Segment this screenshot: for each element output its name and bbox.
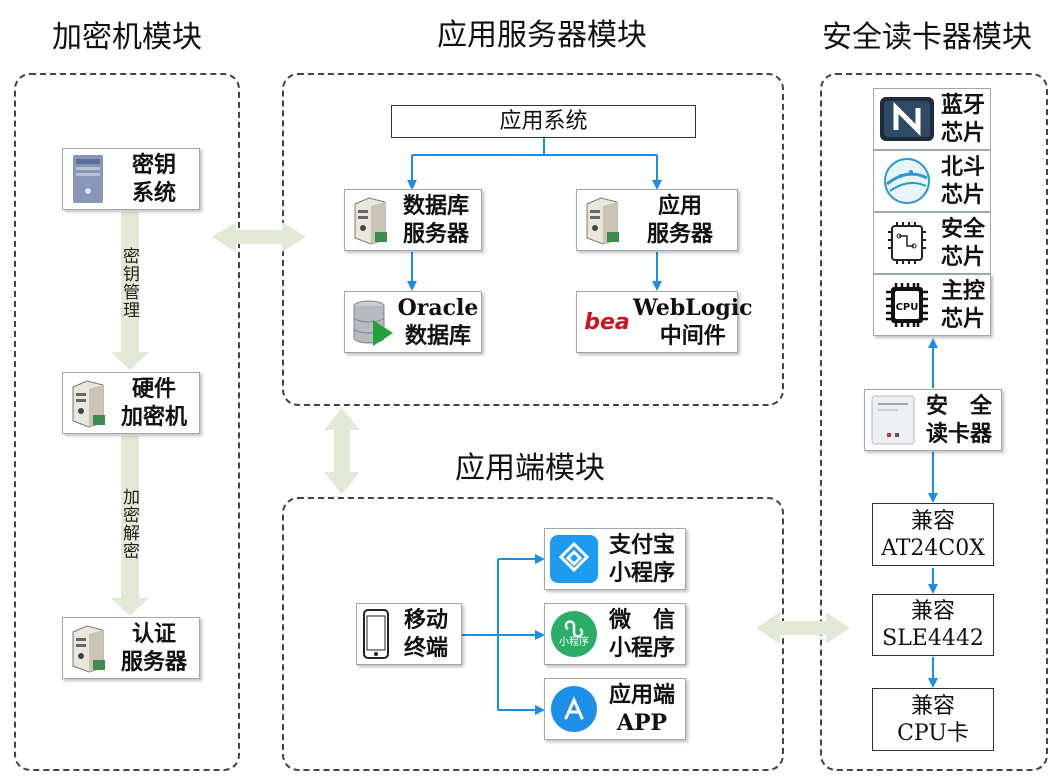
server-icon <box>67 622 109 674</box>
beidou-globe-icon <box>878 156 936 206</box>
cpu-card-line2: CPU卡 <box>897 720 969 746</box>
wechat-line2: 小程序 <box>608 635 675 661</box>
reader-line1: 安 全 <box>925 393 992 419</box>
sle-line1: 兼容 <box>910 599 955 624</box>
app-server-line2: 服务器 <box>646 221 713 247</box>
auth-server-line1: 认证 <box>131 621 176 647</box>
app-system-label: 应用系统 <box>499 109 588 134</box>
at24-line2: AT24C0X <box>881 535 985 561</box>
bea-logo-icon: bea <box>581 310 633 335</box>
reader-line2: 读卡器 <box>925 421 992 447</box>
mobile-terminal-node: 移动终端 <box>356 603 462 665</box>
big-arrow-client-reader <box>756 612 850 644</box>
mobile-line1: 移动 <box>403 607 448 633</box>
app-line1: 应用端 <box>608 682 675 708</box>
title-encryptor-module: 加密机模块 <box>52 20 202 55</box>
app-system-box: 应用系统 <box>391 105 696 138</box>
db-server-node: 数据库服务器 <box>344 189 482 251</box>
beidou-line2: 芯片 <box>940 182 985 208</box>
oracle-line2: 数据库 <box>404 323 471 349</box>
big-arrow-key-mgmt <box>111 212 149 370</box>
server-tower-icon <box>67 153 109 205</box>
big-arrow-encrypt <box>111 436 149 616</box>
wechat-icon-text: 小程序 <box>559 635 589 648</box>
cpu-card-compat-box: 兼容 CPU卡 <box>872 688 994 751</box>
app-server-line1: 应用 <box>657 193 702 219</box>
hardware-encryptor-node: 硬件加密机 <box>62 372 200 434</box>
weblogic-line2: 中间件 <box>659 323 726 349</box>
main-control-chip-node: CPU 主控芯片 <box>873 274 991 336</box>
alipay-line1: 支付宝 <box>608 532 675 558</box>
key-system-line1: 密钥 <box>131 152 176 178</box>
mobile-line2: 终端 <box>403 635 448 661</box>
cpu-card-line1: 兼容 <box>910 693 955 719</box>
mobile-phone-icon <box>361 608 391 660</box>
app-line2: APP <box>616 710 668 736</box>
bluetooth-chip-icon <box>878 94 936 144</box>
key-system-line2: 系统 <box>131 180 176 206</box>
big-arrow-encryptor-appserver <box>212 222 306 252</box>
weblogic-line1: WebLogic <box>633 295 753 321</box>
chip-icon <box>878 218 936 268</box>
secure-reader-zone <box>820 73 1048 771</box>
auth-server-node: 认证服务器 <box>62 617 200 679</box>
sle4442-compat-box: 兼容 SLE4442 <box>872 594 994 656</box>
oracle-line1: Oracle <box>397 295 479 321</box>
security-line1: 安全 <box>940 216 985 242</box>
alipay-miniprogram-node: 支付宝小程序 <box>544 528 686 590</box>
at24-line1: 兼容 <box>910 508 955 534</box>
at24c0x-compat-box: 兼容 AT24C0X <box>872 503 994 566</box>
title-client-module: 应用端模块 <box>455 451 605 486</box>
key-system-node: 密钥系统 <box>62 148 200 210</box>
application-server-node: 应用服务器 <box>576 189 738 251</box>
sle-line2: SLE4442 <box>882 626 984 651</box>
security-chip-node: 安全芯片 <box>873 212 991 274</box>
bluetooth-line2: 芯片 <box>940 120 985 146</box>
main-line1: 主控 <box>940 278 985 304</box>
alipay-icon <box>549 534 599 584</box>
encrypt-decrypt-label: 加密解密 <box>119 488 139 560</box>
hw-encryptor-line1: 硬件 <box>131 376 176 402</box>
bea-logo-text: bea <box>584 309 630 335</box>
title-secure-reader-module: 安全读卡器模块 <box>822 20 1032 55</box>
cpu-icon: CPU <box>878 280 936 330</box>
security-line2: 芯片 <box>940 244 985 270</box>
alipay-line2: 小程序 <box>608 560 675 586</box>
auth-server-line2: 服务器 <box>120 649 187 675</box>
key-management-label: 密钥管理 <box>119 247 139 319</box>
big-arrow-appserver-client <box>324 408 360 494</box>
main-line2: 芯片 <box>940 306 985 332</box>
server-icon <box>581 194 623 246</box>
db-server-line2: 服务器 <box>402 221 469 247</box>
card-reader-icon <box>869 393 917 447</box>
secure-card-reader-node: 安 全读卡器 <box>864 389 1002 451</box>
wechat-line1: 微 信 <box>608 607 675 633</box>
beidou-line1: 北斗 <box>940 154 985 180</box>
cpu-icon-text: CPU <box>896 302 919 313</box>
beidou-chip-node: 北斗芯片 <box>873 150 991 212</box>
wechat-miniprogram-node: 小程序 微 信小程序 <box>544 603 686 665</box>
app-store-icon <box>549 684 599 734</box>
hw-encryptor-line2: 加密机 <box>120 404 187 430</box>
database-icon <box>349 296 395 348</box>
wechat-miniprogram-icon: 小程序 <box>549 609 599 659</box>
bluetooth-chip-node: 蓝牙芯片 <box>873 88 991 150</box>
encryptor-zone <box>14 73 240 771</box>
title-app-server-module: 应用服务器模块 <box>437 18 647 53</box>
bluetooth-line1: 蓝牙 <box>940 92 985 118</box>
server-icon <box>349 194 391 246</box>
server-icon <box>67 377 109 429</box>
db-server-line1: 数据库 <box>402 193 469 219</box>
